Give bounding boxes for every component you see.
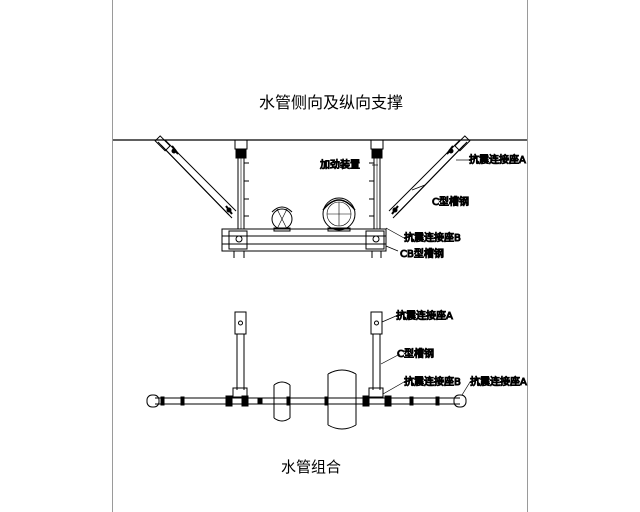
left-upright-channel (232, 311, 248, 398)
label-c-channel-top: C型槽钢 (432, 195, 469, 208)
right-vertical-hanger (369, 139, 384, 229)
label-c-channel-bottom: C型槽钢 (397, 347, 434, 360)
drawing-title-lateral-longitudinal-bracing: 水管侧向及纵向支撑 (259, 93, 404, 112)
right-upright-channel (368, 311, 384, 398)
label-seismic-seat-b-bottom: 抗震连接座B (404, 375, 461, 388)
left-diagonal-c-channel (157, 139, 237, 219)
bottom-leader-lines (380, 315, 471, 396)
cb-channel-beam (221, 228, 387, 258)
left-vertical-hanger (234, 139, 249, 229)
label-seismic-seat-a-top: 抗震连接座A (469, 153, 526, 166)
drawing-title-water-pipe-assembly: 水管组合 (281, 458, 342, 476)
horizontal-channel (146, 394, 467, 408)
water-pipe-assembly-view: 抗震连接座A C型槽钢 抗震连接座B 抗震连接座A (146, 309, 527, 430)
large-pipe-elevation (327, 369, 357, 430)
small-water-pipe (271, 206, 293, 232)
right-bottom-seismic-seat (391, 205, 399, 215)
label-cb-channel-top: CB型槽钢 (400, 247, 444, 260)
sheet-border (112, 0, 528, 512)
right-top-seismic-seat-a (446, 135, 471, 155)
left-top-seismic-seat-a (154, 135, 179, 155)
small-pipe-elevation (273, 381, 291, 422)
label-reinforcement-device: 加劲装置 (320, 158, 360, 171)
label-seismic-seat-a-bottom: 抗震连接座A (396, 309, 453, 322)
lateral-longitudinal-bracing-view: 加劲装置 抗震连接座A C型槽钢 抗震连接座B CB型槽钢 (113, 135, 527, 261)
label-seismic-seat-a-right: 抗震连接座A (470, 375, 527, 388)
left-bottom-seismic-seat (225, 205, 233, 215)
large-water-pipe (322, 197, 356, 232)
label-seismic-seat-b-top: 抗震连接座B (404, 231, 461, 244)
top-leader-lines (372, 159, 469, 252)
